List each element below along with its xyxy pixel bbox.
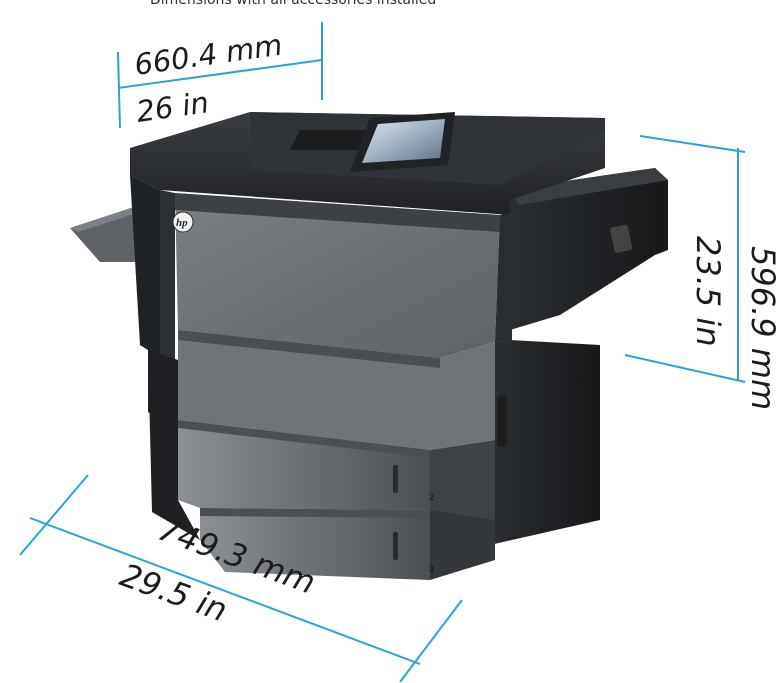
dimension-lines — [19, 22, 746, 683]
output-bin — [70, 205, 140, 262]
control-panel — [350, 112, 455, 172]
height-metric-label: 596.9 mm — [744, 246, 782, 410]
height-imperial-label: 23.5 in — [689, 236, 727, 347]
depth-metric-label: 660.4 mm — [132, 28, 284, 82]
depth-imperial-label: 26 in — [134, 85, 211, 129]
tray-2-label: 2 — [429, 492, 434, 502]
svg-text:hp: hp — [176, 217, 188, 229]
header-fragment: Dimensions with all accessories installe… — [150, 0, 437, 8]
depth-dimension-line — [117, 59, 323, 89]
height-dimension-top-tick — [639, 135, 746, 153]
tray-3-label: 3 — [429, 564, 434, 574]
touchscreen-display — [362, 119, 445, 163]
header-fragment-strip: Dimensions with all accessories installe… — [0, 0, 784, 8]
width-dimension-left-tick — [19, 474, 89, 556]
height-dimension-bottom-tick — [624, 354, 746, 383]
front-door — [175, 193, 500, 358]
depth-dimension-left-tick — [117, 51, 121, 129]
stacker-unit — [505, 168, 668, 330]
printer-illustration: 2 3 hp — [70, 112, 668, 580]
hp-logo: hp — [172, 211, 194, 233]
width-dimension-line — [29, 517, 421, 665]
width-dimension-right-tick — [399, 599, 463, 683]
tray-3 — [200, 508, 430, 580]
